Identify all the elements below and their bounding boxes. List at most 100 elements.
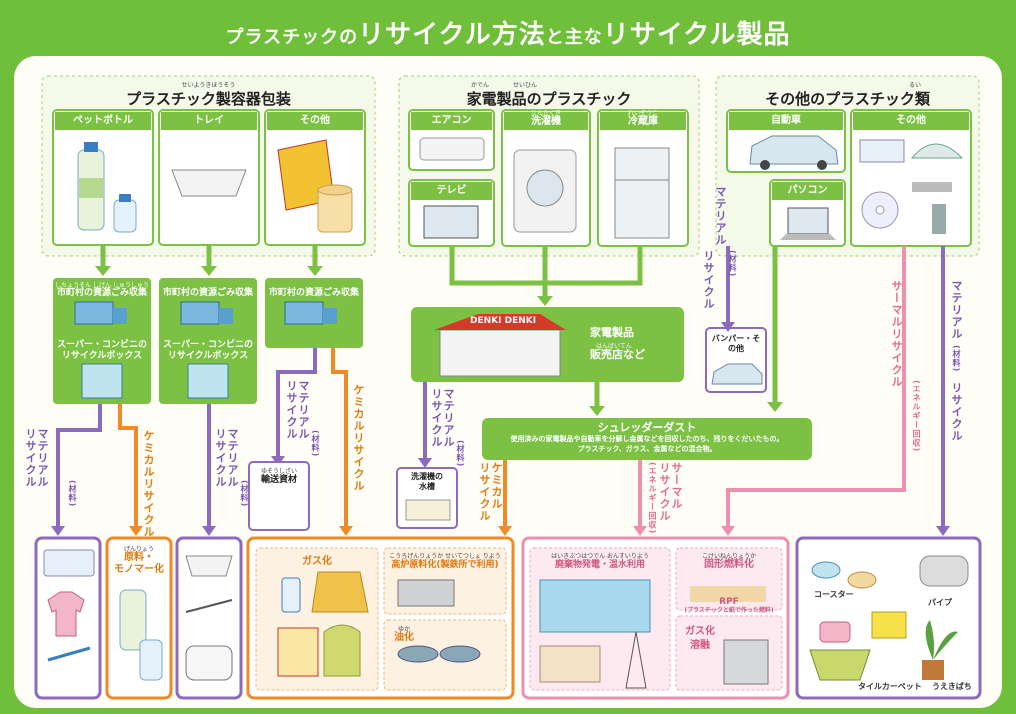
card-tray: [158, 109, 260, 246]
pink-arrowheads: [633, 526, 735, 536]
route-material-1a: マテリアル: [36, 428, 49, 488]
illus-material: [809, 555, 969, 681]
collect3-title: 市町村の資源ごみ収集: [268, 288, 359, 298]
blast-label: 高炉原料化(製鉄所で利用): [391, 560, 499, 570]
route-material-sub-4: (材料): [456, 440, 465, 468]
route-thermal-sub-8: (エネルギー回収): [912, 380, 921, 453]
green-arrowheads: [95, 266, 783, 416]
route-recycle-7: リサイクル: [702, 250, 715, 310]
card-fridge: [597, 109, 689, 247]
monomer-ruby: げんりょう: [123, 546, 154, 553]
shredder-box: [482, 418, 812, 460]
collect2-box: リサイクルボックス: [167, 351, 249, 361]
item-label-pc: パソコン: [787, 185, 828, 196]
route-recycle-1: リサイクル: [24, 428, 37, 488]
purple-arrowheads: [51, 322, 950, 536]
ruby-fridge: れいぞうこ: [627, 110, 658, 117]
item-label-tv: テレビ: [436, 185, 467, 196]
appliances-ruby-seihin: せいひん: [512, 82, 537, 89]
pot-label: うえきばち: [932, 682, 972, 691]
oil-label: 油化: [394, 632, 414, 643]
collect2-store: スーパー・コンビニの: [163, 340, 253, 350]
route-thermal-8: サーマルリサイクル: [890, 280, 903, 388]
shredder-line1: 使用済みの家電製品や自動車を分解し金属などを回収したのち、残りをくだいたもの。: [510, 435, 784, 443]
shop-sign: DENKI DENKI: [470, 316, 537, 326]
conveyor-label: 輸送資材: [260, 475, 297, 485]
gasmelt-label2: 溶融: [690, 640, 710, 651]
appliances-ruby-kaden: かでん: [470, 82, 489, 89]
card-pc: [769, 179, 846, 247]
route-material-sub-9: (材料): [952, 345, 961, 373]
others-ruby: るい: [908, 82, 921, 89]
route-material-3: マテリアル: [297, 380, 310, 440]
purple-flow: [56, 246, 945, 528]
route-thermal-a: サーマル: [670, 462, 683, 510]
tile-label: タイルカーペット: [858, 682, 922, 691]
item-label-misc: その他: [896, 115, 926, 126]
route-recycle-4: リサイクル: [430, 388, 443, 448]
containers-title: プラスチック製容器包装: [126, 90, 291, 108]
item-label-fridge: 冷蔵庫: [628, 116, 658, 127]
item-label-other: その他: [300, 115, 330, 126]
rpf-label: RPF: [719, 597, 739, 607]
route-material-2: マテリアル: [226, 428, 239, 488]
shop-roof: [434, 314, 566, 330]
collect1-box: リサイクルボックス: [61, 351, 143, 361]
washer-tank-label: 洗濯機の: [411, 472, 443, 481]
page-title: プラスチックのリサイクル方法と主なリサイクル製品: [0, 14, 1016, 51]
title-part1: プラスチックの: [225, 27, 359, 48]
item-label-tray: トレイ: [194, 115, 224, 126]
route-recycle-6: リサイクル: [658, 462, 671, 522]
card-other-pack: [264, 109, 366, 246]
pink-flow: [638, 246, 906, 528]
item-label-car: 自動車: [771, 115, 801, 126]
shop-label1: 家電製品: [590, 326, 634, 339]
power-ruby: はいきぶつはつでん おんすいりよう: [551, 553, 649, 560]
others-title: その他のプラスチック類: [765, 90, 930, 108]
collect1-store: スーパー・コンビニの: [57, 340, 147, 350]
title-part4: リサイクル製品: [602, 20, 791, 50]
gasmelt-label1: ガス化: [685, 626, 715, 637]
solid-label: 固形燃料化: [704, 559, 754, 570]
card-tv: [408, 179, 495, 247]
shop-building: [439, 329, 561, 377]
green-flow: [100, 245, 778, 410]
conveyor-ruby: ゆそうしざい: [260, 468, 297, 475]
title-part3: と主な: [545, 27, 603, 48]
route-recycle-5: リサイクル: [478, 462, 491, 522]
solid-ruby: こけいねんりょうか: [701, 553, 756, 560]
route-energy-6: (エネルギー回収): [648, 462, 657, 535]
truck-icons: [74, 301, 337, 325]
conveyor-box: [248, 461, 310, 531]
collect1-title: 市町村の資源ごみ収集: [56, 288, 147, 298]
illus-trays: [185, 555, 233, 681]
route-material-sub-3: (材料): [311, 430, 320, 458]
route-chemical-a: ケミカル: [490, 462, 503, 510]
route-material-1: マテリアル: [36, 428, 49, 488]
illus-chemical: [277, 571, 481, 677]
oil-ruby: ゆか: [397, 626, 410, 633]
card-misc: [850, 109, 972, 247]
coaster-label: コースター: [814, 590, 854, 599]
collect2-title: 市町村の資源ごみ収集: [162, 288, 253, 298]
card-pet: [52, 109, 154, 246]
route-material-4: マテリアル: [442, 388, 455, 448]
item-label-washer: 洗濯機: [531, 116, 561, 127]
item-label-aircon: エアコン: [431, 115, 472, 126]
bumper-label: バンパー・その他: [711, 334, 761, 353]
orange-flow: [118, 348, 507, 528]
containers-ruby: せいようきほうそう: [181, 82, 236, 89]
route-material-sub-1: (材料): [68, 480, 77, 508]
rpf-sub: (プラスチックと紙で作った燃料): [684, 607, 774, 614]
washer-tank-label2: 水槽: [419, 482, 435, 491]
collect1-ruby: しちょうそん しげん しゅうしゅう: [55, 282, 149, 289]
blast-ruby: こうろげんりょうか せいてつしょ りよう: [389, 553, 501, 560]
route-material-sub-2: (材料): [240, 480, 249, 508]
card-aircon: [408, 109, 495, 171]
pipe-label: パイプ: [928, 598, 952, 607]
route-recycle-9: リサイクル: [950, 382, 963, 442]
card-car: [726, 109, 846, 173]
monomer-label1: 原料・: [124, 552, 154, 563]
